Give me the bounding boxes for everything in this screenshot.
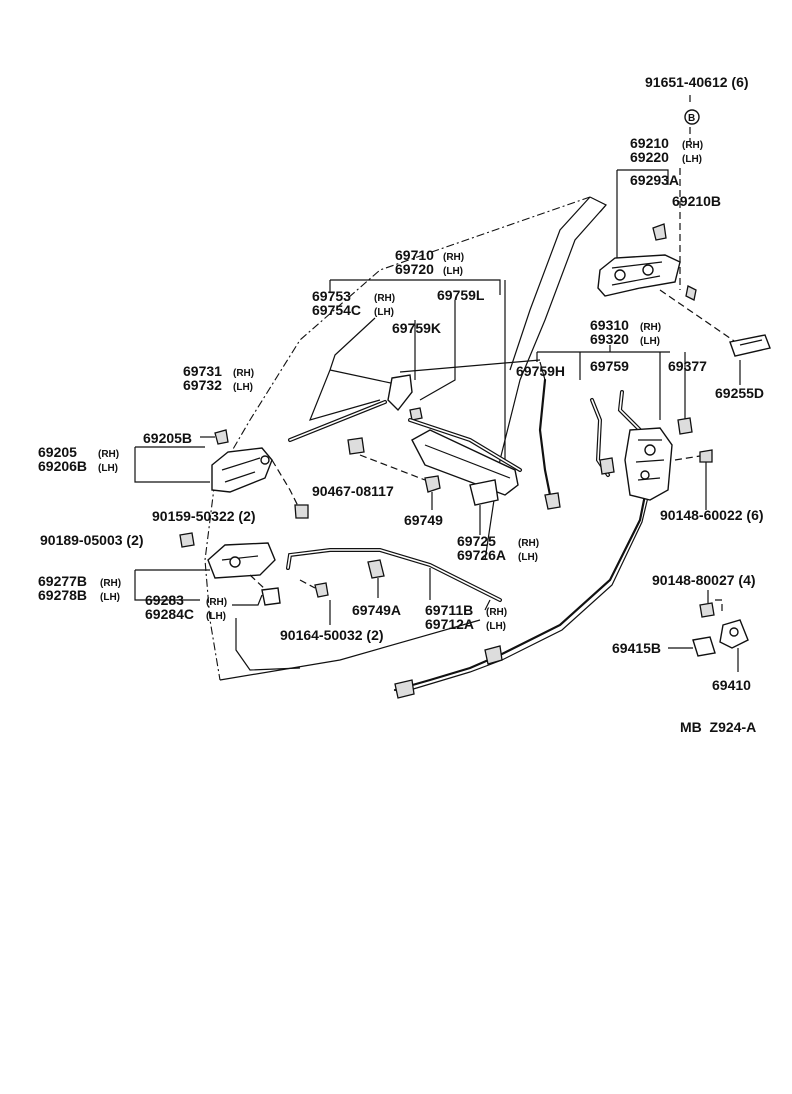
lock-link-assembly xyxy=(347,418,522,535)
label-69759: 69759 xyxy=(590,358,629,374)
label-69255D: 69255D xyxy=(715,385,764,401)
svg-text:(LH): (LH) xyxy=(374,307,394,318)
label-90164: 90164-50032 (2) xyxy=(280,627,384,643)
svg-text:(RH): (RH) xyxy=(682,140,703,151)
svg-text:(LH): (LH) xyxy=(98,463,118,474)
label-69753: 69753 xyxy=(312,288,351,304)
label-69284C: 69284C xyxy=(145,606,194,622)
label-90148-a: 90148-60022 (6) xyxy=(660,507,764,523)
svg-text:(LH): (LH) xyxy=(640,336,660,347)
clip-69749 xyxy=(424,475,441,493)
cap-69283 xyxy=(261,587,281,606)
grommet-90467 xyxy=(347,437,365,455)
label-69293A: 69293A xyxy=(630,172,679,188)
handle-bezel xyxy=(207,542,276,579)
label-69710: 69710 xyxy=(395,247,434,263)
label-marker-b: B xyxy=(688,113,695,124)
cable-end xyxy=(394,679,415,699)
svg-text:(LH): (LH) xyxy=(443,266,463,277)
label-90148-b: 90148-80027 (4) xyxy=(652,572,756,588)
inside-door-handle xyxy=(211,447,273,493)
svg-text:(LH): (LH) xyxy=(682,154,702,165)
part-labels: 91651-40612 (6) B 69210 (RH) 69220 (LH) … xyxy=(38,74,764,735)
label-69749: 69749 xyxy=(404,512,443,528)
upper-rods xyxy=(288,279,541,460)
label-69210: 69210 xyxy=(630,135,669,151)
label-90467: 90467-08117 xyxy=(312,483,394,499)
label-69711B: 69711B xyxy=(425,602,473,618)
inside-handle-group xyxy=(134,429,309,671)
svg-text:(RH): (RH) xyxy=(98,449,119,460)
svg-text:(LH): (LH) xyxy=(486,621,506,632)
screw-90148-b xyxy=(699,602,715,618)
handle-pad xyxy=(652,223,667,241)
label-69410: 69410 xyxy=(712,677,751,693)
svg-text:(LH): (LH) xyxy=(518,552,538,563)
handle-cover xyxy=(729,334,771,357)
marker-b-circle xyxy=(684,109,700,125)
label-69732: 69732 xyxy=(183,377,222,393)
label-69725: 69725 xyxy=(457,533,496,549)
svg-text:(LH): (LH) xyxy=(206,611,226,622)
link-bracket xyxy=(469,479,499,506)
label-69320: 69320 xyxy=(590,331,629,347)
svg-text:(RH): (RH) xyxy=(443,252,464,263)
svg-text:(LH): (LH) xyxy=(233,382,253,393)
label-69415B: 69415B xyxy=(612,640,661,656)
clip-90189 xyxy=(179,532,195,548)
svg-text:(RH): (RH) xyxy=(640,322,661,333)
label-69220: 69220 xyxy=(630,149,669,165)
label-69310: 69310 xyxy=(590,317,629,333)
label-69731: 69731 xyxy=(183,363,222,379)
label-69759K: 69759K xyxy=(392,320,441,336)
door-lock-assembly xyxy=(536,345,713,510)
striker-shim xyxy=(692,636,716,657)
label-69283: 69283 xyxy=(145,592,184,608)
label-69205B: 69205B xyxy=(143,430,192,446)
label-69210B: 69210B xyxy=(672,193,721,209)
cable-clamp xyxy=(484,645,503,665)
label-90159: 90159-50322 (2) xyxy=(152,508,256,524)
striker-group xyxy=(668,590,749,672)
label-69759L: 69759L xyxy=(437,287,485,303)
clip-69377 xyxy=(677,417,693,435)
label-69720: 69720 xyxy=(395,261,434,277)
label-90189: 90189-05003 (2) xyxy=(40,532,144,548)
diagram-footer-code: MB Z924-A xyxy=(680,719,756,735)
label-69278B: 69278B xyxy=(38,587,87,603)
label-69205: 69205 xyxy=(38,444,77,460)
svg-text:(LH): (LH) xyxy=(100,592,120,603)
rod-clip xyxy=(409,407,423,421)
label-69206B: 69206B xyxy=(38,458,87,474)
svg-text:(RH): (RH) xyxy=(374,293,395,304)
label-69754C: 69754C xyxy=(312,302,361,318)
clip-69759H xyxy=(544,492,561,510)
door-lock-body xyxy=(624,427,673,501)
svg-text:(RH): (RH) xyxy=(100,578,121,589)
label-69712A: 69712A xyxy=(425,616,474,632)
svg-text:(RH): (RH) xyxy=(486,607,507,618)
label-69726A: 69726A xyxy=(457,547,506,563)
lower-rod-cable xyxy=(286,468,655,699)
outside-handle-group xyxy=(597,95,771,385)
label-69377: 69377 xyxy=(668,358,707,374)
label-69749A: 69749A xyxy=(352,602,401,618)
label-69277B: 69277B xyxy=(38,573,87,589)
svg-text:(RH): (RH) xyxy=(233,368,254,379)
lock-rod-clip xyxy=(599,457,615,475)
svg-text:(RH): (RH) xyxy=(206,597,227,608)
outside-door-handle xyxy=(597,254,681,297)
screw-90148-a xyxy=(699,449,713,463)
screw-90164 xyxy=(314,582,329,598)
label-69759H: 69759H xyxy=(516,363,565,379)
clip-69749A xyxy=(367,559,385,579)
link-plate xyxy=(411,429,519,496)
screw-90159 xyxy=(294,504,309,519)
rod-joint xyxy=(387,374,413,412)
label-91651: 91651-40612 (6) xyxy=(645,74,749,90)
inside-handle-screw-cap xyxy=(214,429,229,445)
handle-clip xyxy=(685,285,697,301)
svg-text:(RH): (RH) xyxy=(518,538,539,549)
